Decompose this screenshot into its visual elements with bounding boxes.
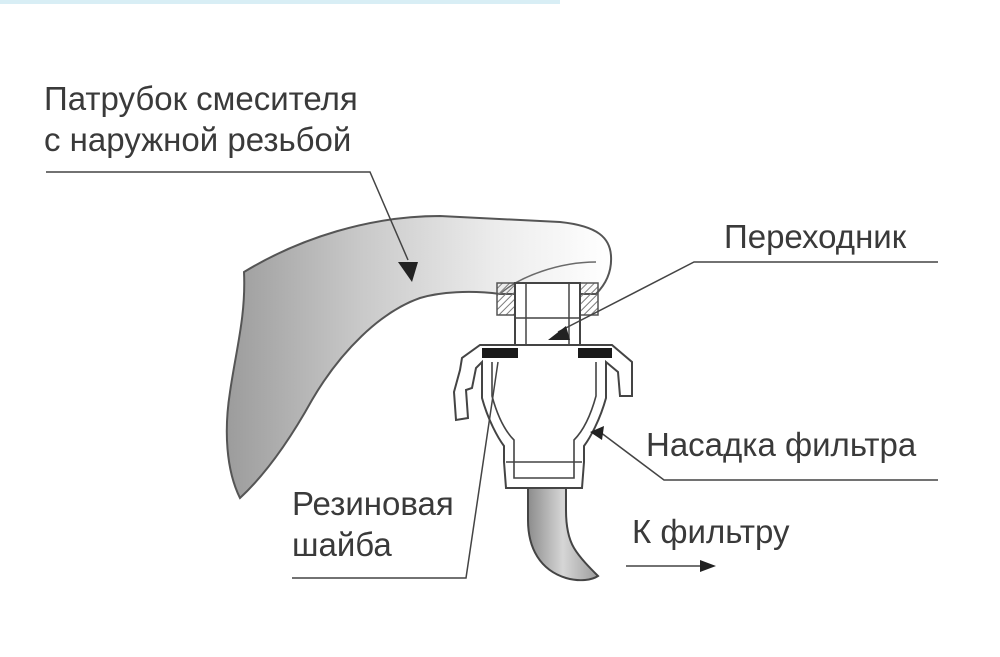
leader-nozzle bbox=[599, 431, 938, 481]
label-rubber-washer-line2: шайба bbox=[292, 526, 392, 563]
label-to-filter: К фильтру bbox=[632, 513, 790, 550]
label-faucet-spout: Патрубок смесителя с наружной резьбой bbox=[44, 78, 358, 160]
spout-thread-left bbox=[496, 282, 516, 316]
filter-nozzle-cap bbox=[452, 344, 633, 489]
rubber-washer-left bbox=[482, 348, 518, 358]
label-rubber-washer: Резиновая шайба bbox=[292, 483, 454, 565]
leader-spout bbox=[46, 171, 409, 261]
label-faucet-spout-line1: Патрубок смесителя bbox=[44, 80, 358, 117]
nozzle-outlet-tip bbox=[527, 487, 600, 582]
arrow-to-filter-head bbox=[700, 560, 716, 572]
label-filter-nozzle: Насадка фильтра bbox=[646, 426, 917, 463]
label-adapter: Переходник bbox=[724, 218, 907, 255]
filter-nozzle-inner bbox=[491, 362, 597, 479]
rubber-washer-right bbox=[578, 348, 612, 358]
spout-thread-right bbox=[579, 282, 599, 316]
leader-adapter bbox=[557, 261, 938, 333]
label-faucet-spout-line2: с наружной резьбой bbox=[44, 121, 352, 158]
top-strip bbox=[0, 0, 560, 4]
leader-spout-arrowhead bbox=[398, 262, 418, 282]
leader-nozzle-arrowhead bbox=[590, 426, 604, 440]
leader-adapter-arrowhead bbox=[548, 326, 570, 340]
label-rubber-washer-line1: Резиновая bbox=[292, 485, 454, 522]
leader-washer bbox=[292, 361, 499, 579]
